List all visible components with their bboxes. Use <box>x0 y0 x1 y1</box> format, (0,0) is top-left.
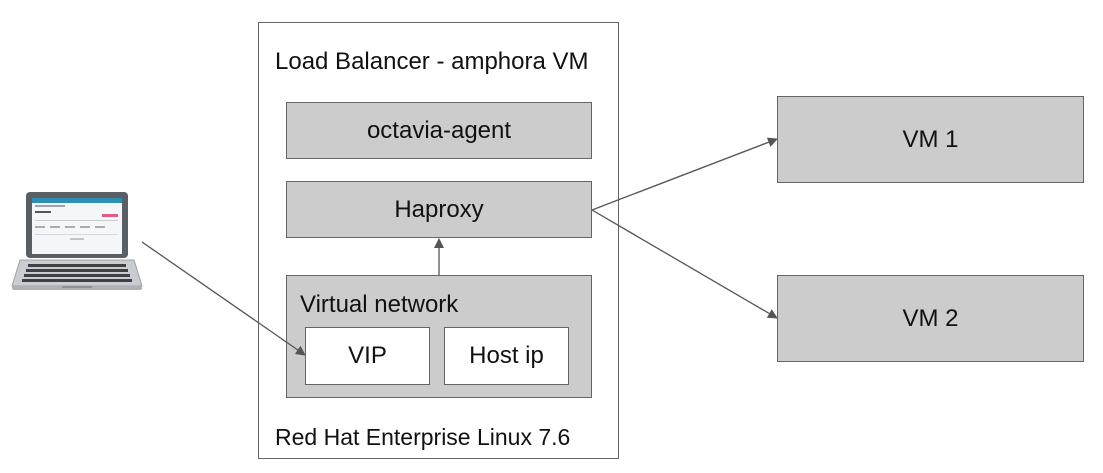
octavia-agent-box: octavia-agent <box>286 102 592 159</box>
haproxy-to-vm2-arrow <box>591 209 778 319</box>
haproxy-box: Haproxy <box>286 181 592 238</box>
vip-label: VIP <box>348 342 387 369</box>
vip-box: VIP <box>305 327 430 385</box>
haproxy-label: Haproxy <box>394 195 484 223</box>
host-ip-label: Host ip <box>469 342 544 369</box>
octavia-agent-label: octavia-agent <box>366 116 512 144</box>
amphora-vm-title: Load Balancer - amphora VM <box>275 48 589 75</box>
virtual-network-label: Virtual network <box>300 291 459 318</box>
os-label: Red Hat Enterprise Linux 7.6 <box>275 424 571 450</box>
backend-vm-1-box: VM 1 <box>777 96 1084 183</box>
backend-vm-1-label: VM 1 <box>902 125 959 153</box>
laptop-icon <box>10 190 144 298</box>
backend-vm-2-label: VM 2 <box>902 304 959 332</box>
host-ip-box: Host ip <box>444 327 569 385</box>
haproxy-to-vm1-arrow <box>591 137 778 211</box>
backend-vm-2-box: VM 2 <box>777 275 1084 362</box>
